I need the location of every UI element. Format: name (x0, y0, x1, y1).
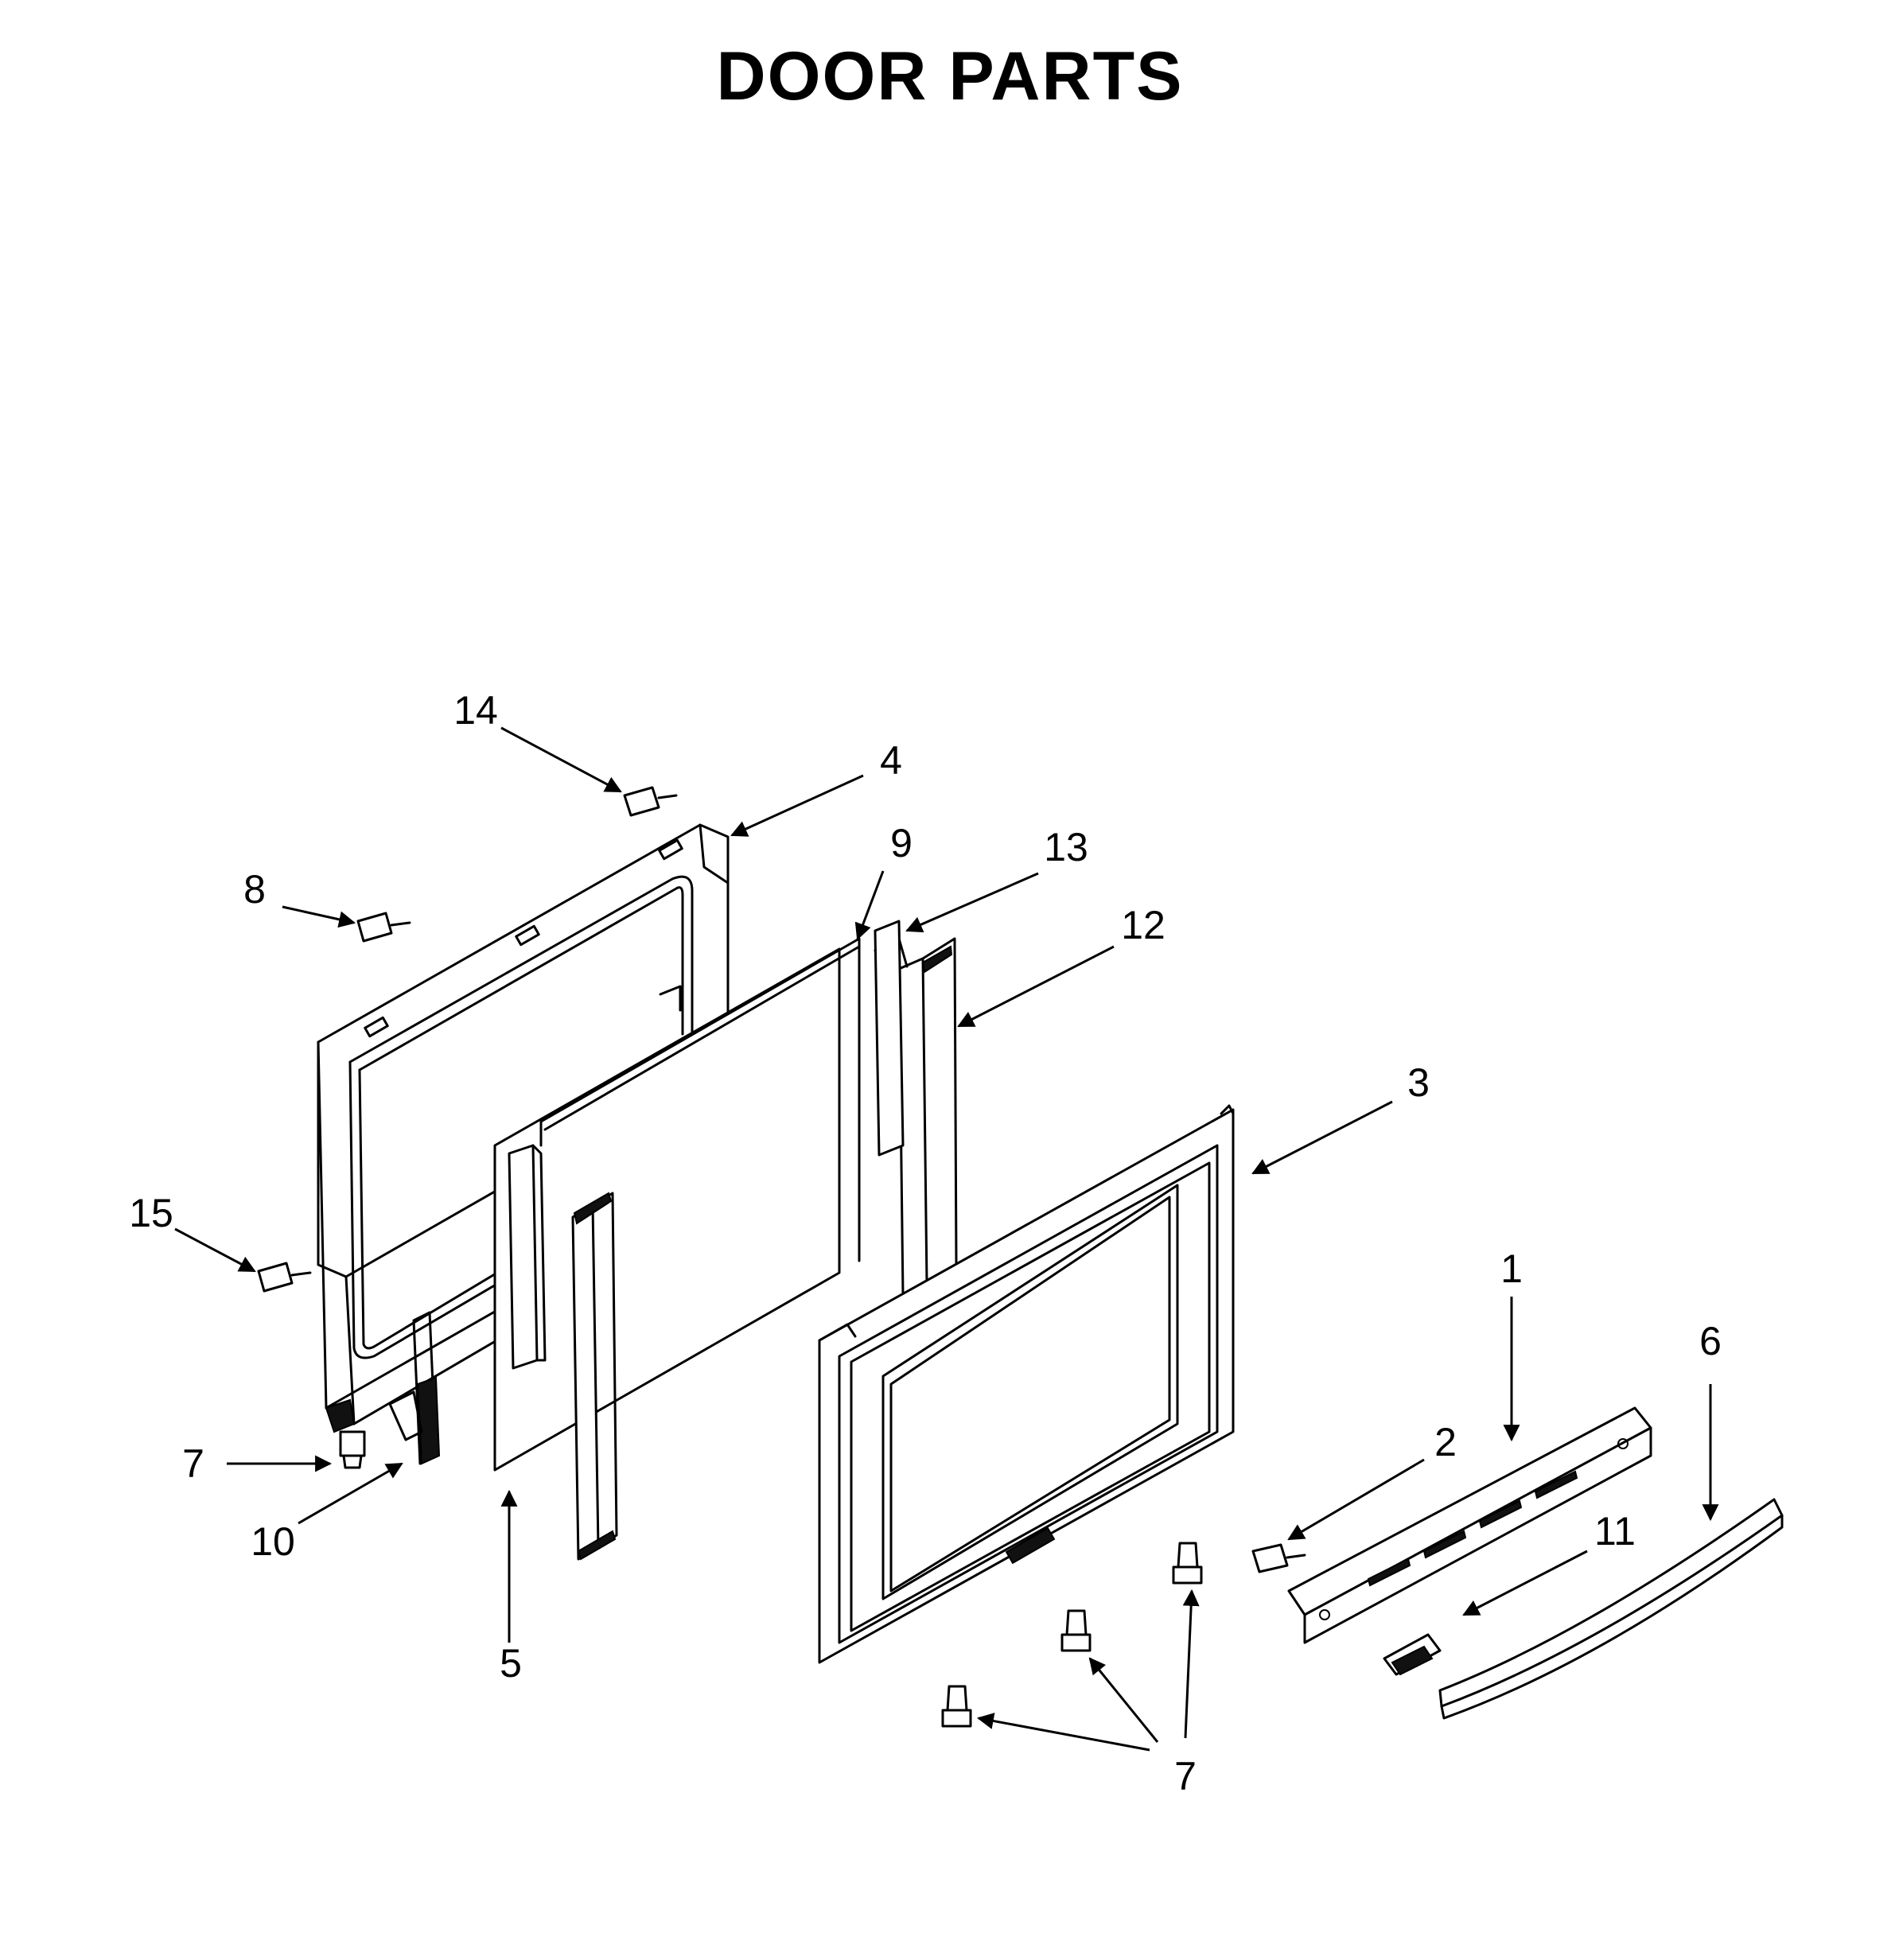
door-handle (1438, 1498, 1784, 1720)
callout-labels: 14 4 9 13 8 12 3 15 1 6 2 7 11 10 5 7 (129, 688, 1722, 1799)
callout-1: 1 (1500, 1246, 1523, 1291)
callout-13: 13 (1044, 825, 1088, 869)
handle-end-cap (1383, 1633, 1442, 1676)
callout-6: 6 (1699, 1319, 1722, 1363)
handle-bracket (1287, 1406, 1652, 1644)
screw-14 (623, 786, 678, 817)
callout-15: 15 (129, 1191, 173, 1235)
leader-lines (174, 726, 1719, 1752)
callout-10: 10 (251, 1519, 295, 1564)
outer-door-panel (818, 1104, 1235, 1664)
callout-3: 3 (1407, 1060, 1430, 1105)
callout-5: 5 (500, 1641, 522, 1686)
callout-7-hinge: 7 (182, 1441, 204, 1486)
door-glass-pack (493, 920, 958, 1561)
door-hinge (388, 1311, 441, 1465)
callout-11: 11 (1594, 1509, 1636, 1554)
callout-7-bottom: 7 (1174, 1754, 1197, 1799)
screw-8 (356, 912, 411, 943)
page-title: DOOR PARTS (717, 38, 1184, 115)
callout-2: 2 (1434, 1420, 1457, 1464)
screw-7-hinge (339, 1430, 366, 1469)
callout-12: 12 (1121, 903, 1165, 947)
callout-9: 9 (890, 821, 913, 865)
screw-7-bottom-c (1172, 1542, 1203, 1585)
screw-15 (257, 1262, 312, 1293)
screw-7-bottom-a (941, 1685, 972, 1728)
screw-7-bottom-b (1060, 1609, 1092, 1652)
callout-8: 8 (243, 867, 266, 912)
callout-4: 4 (880, 738, 902, 783)
callout-14: 14 (453, 688, 498, 733)
screw-2 (1251, 1543, 1306, 1573)
